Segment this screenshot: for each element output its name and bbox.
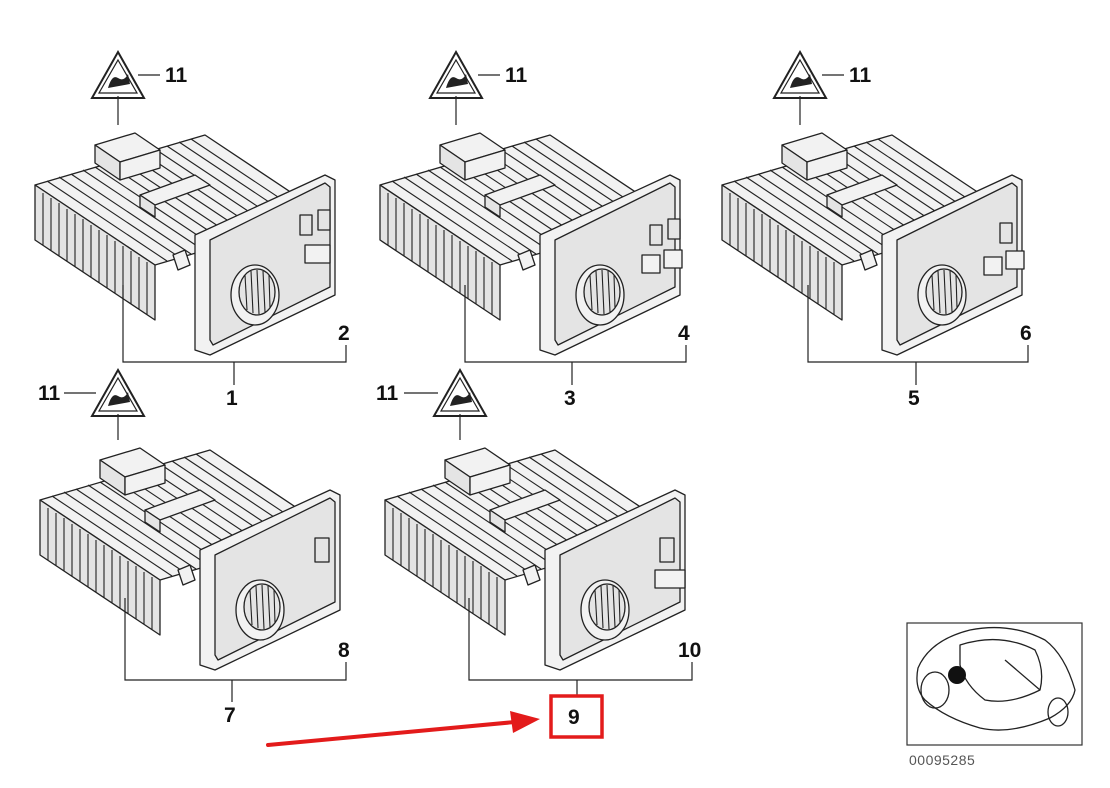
red-arrow <box>266 711 540 747</box>
control-unit-3 <box>379 132 683 356</box>
warning-symbol <box>91 369 145 417</box>
callout-11: 11 <box>38 382 61 405</box>
callout-11: 11 <box>505 64 528 87</box>
callout-4: 4 <box>678 322 690 345</box>
callout-10: 10 <box>678 639 701 662</box>
callout-6: 6 <box>1020 322 1032 345</box>
control-unit-7 <box>39 447 341 671</box>
callout-9: 9 <box>568 706 580 729</box>
warning-symbol <box>429 51 483 99</box>
control-unit-9 <box>384 447 686 671</box>
control-unit-5 <box>721 132 1025 356</box>
location-dot <box>948 666 966 684</box>
callout-7: 7 <box>224 704 236 727</box>
callout-8: 8 <box>338 639 350 662</box>
car-locator-inset <box>906 622 1083 746</box>
callout-11: 11 <box>376 382 399 405</box>
callout-3: 3 <box>564 387 576 410</box>
callout-11: 11 <box>849 64 872 87</box>
warning-symbol <box>91 51 145 99</box>
diagram-reference-number: 00095285 <box>909 752 975 768</box>
callout-11: 11 <box>165 64 188 87</box>
highlight-box <box>549 694 604 739</box>
callout-1: 1 <box>226 387 238 410</box>
warning-symbol <box>433 369 487 417</box>
callout-2: 2 <box>338 322 350 345</box>
warning-symbol <box>773 51 827 99</box>
callout-5: 5 <box>908 387 920 410</box>
control-unit-1 <box>34 132 336 356</box>
